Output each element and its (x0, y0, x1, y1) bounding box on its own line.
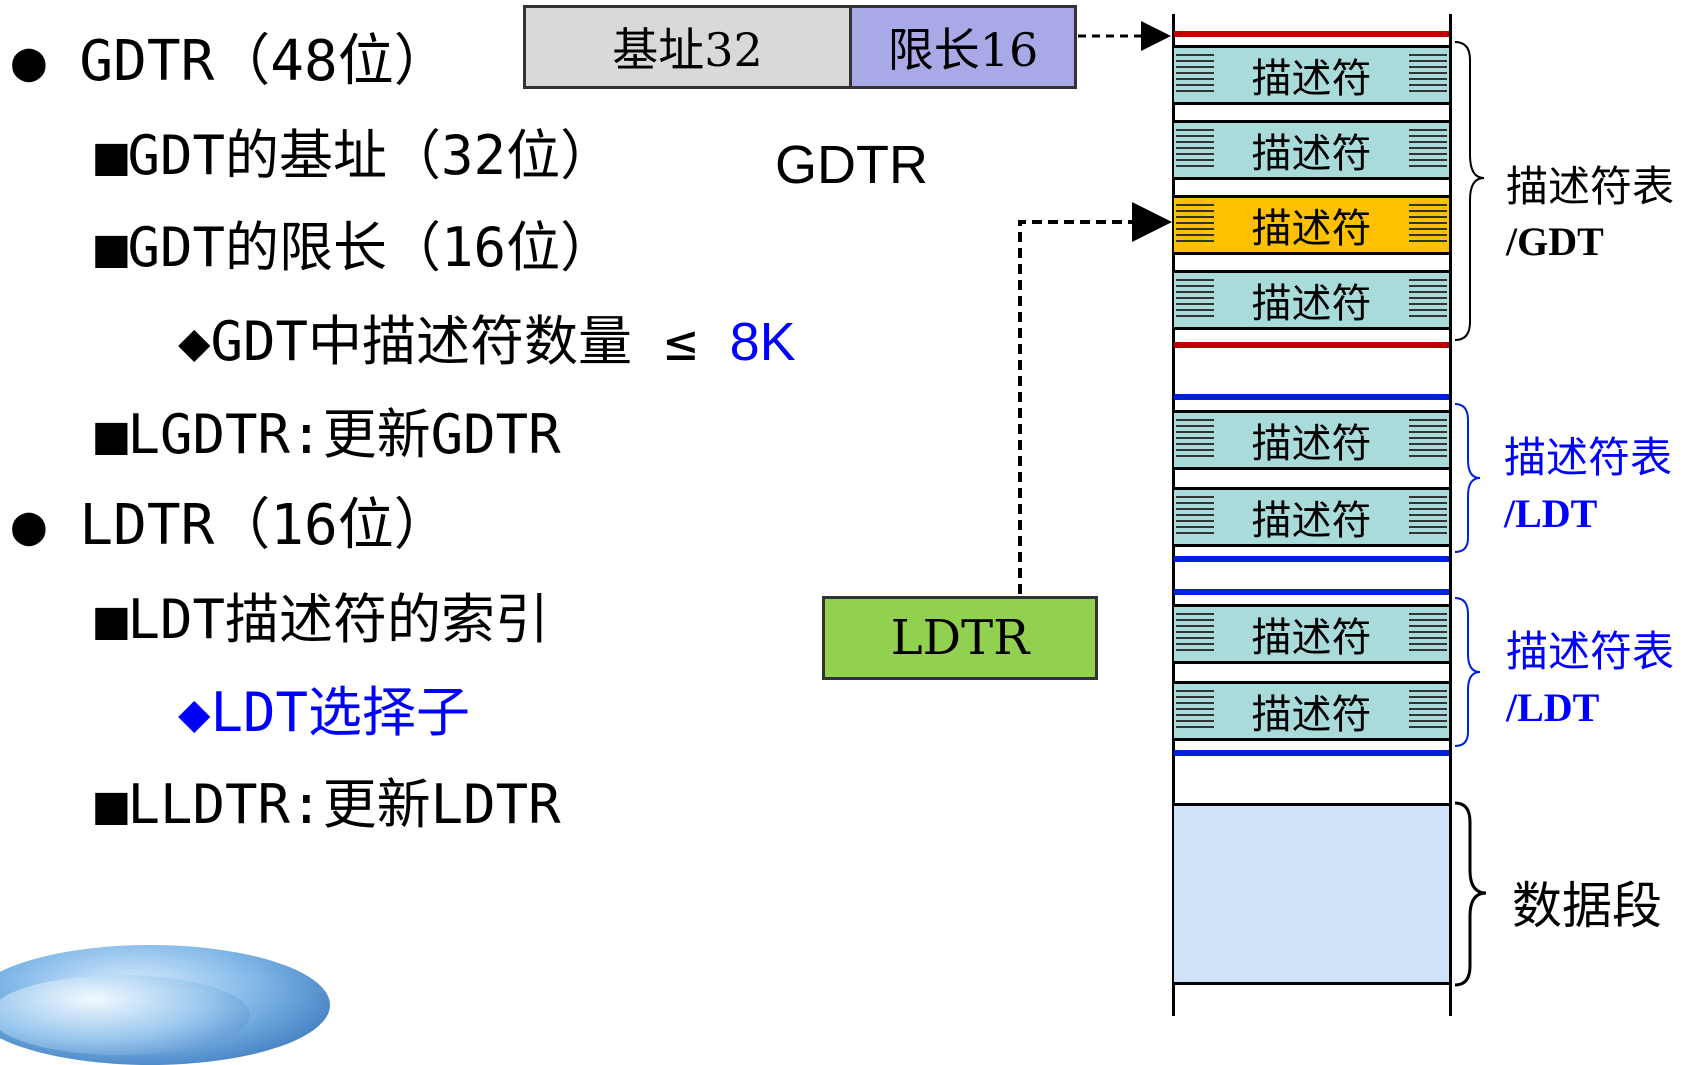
ldt1-descriptor-2: 描述符 (1174, 487, 1449, 547)
ldt2-brace (1454, 597, 1481, 747)
gdtr-label: GDTR (775, 135, 928, 195)
descriptor-label: 描述符 (1251, 206, 1372, 252)
data-segment-brace (1454, 801, 1487, 987)
gdt-label-line1: 描述符表 (1506, 162, 1675, 211)
memory-right-edge (1449, 14, 1452, 1016)
lgdtr-item: ■LGDTR:更新GDTR (95, 403, 561, 466)
gdt-count-item: ◆GDT中描述符数量 ≤ 8K (178, 310, 796, 373)
memory-left-edge (1172, 14, 1175, 1016)
gdt-bottom-boundary (1174, 342, 1449, 348)
descriptor-label: 描述符 (1251, 498, 1372, 544)
connector-arrows (1018, 21, 1172, 594)
ldt2-descriptor-1: 描述符 (1174, 604, 1449, 664)
descriptor-label: 描述符 (1251, 615, 1372, 661)
ldt1-bottom-boundary (1174, 556, 1449, 562)
descriptor-label: 描述符 (1251, 692, 1372, 738)
data-segment-block (1174, 803, 1449, 985)
ldt2-bottom-boundary (1174, 750, 1449, 756)
ldt2-descriptor-2: 描述符 (1174, 681, 1449, 741)
ldt1-label-line2: /LDT (1504, 491, 1598, 536)
descriptor-label: 描述符 (1251, 421, 1372, 467)
gdtr-limit-field: 限长16 (849, 5, 1077, 89)
ldt-index-item: ■LDT描述符的索引 (95, 588, 550, 651)
ldt2-top-boundary (1174, 589, 1449, 595)
gdt-descriptor-1: 描述符 (1174, 45, 1449, 105)
brace-group (1454, 41, 1487, 987)
lldtr-item: ■LLDTR:更新LDTR (95, 773, 561, 836)
descriptor-label: 描述符 (1251, 131, 1372, 177)
gdt-descriptor-4: 描述符 (1174, 270, 1449, 330)
gdt-brace (1454, 41, 1485, 341)
gdt-count-value: 8K (729, 312, 796, 372)
decorative-logo-highlight (0, 975, 250, 1055)
gdt-count-text: ◆GDT中描述符数量 ≤ (178, 310, 730, 373)
data-segment-label: 数据段 (1512, 877, 1662, 935)
ldt2-label-line1: 描述符表 (1506, 627, 1675, 676)
ldt-selector-item: ◆LDT选择子 (178, 681, 471, 744)
ldt2-label-line2: /LDT (1506, 685, 1600, 730)
ldt1-top-boundary (1174, 394, 1449, 400)
gdt-top-boundary (1174, 31, 1449, 37)
gdtr-base-field: 基址32 (523, 5, 852, 89)
ldtr-to-descriptor-arrow (1018, 202, 1172, 594)
gdt-base-item: ■GDT的基址（32位） (95, 124, 615, 187)
ldtr-register: LDTR (822, 596, 1098, 680)
gdt-descriptor-2: 描述符 (1174, 120, 1449, 180)
ldtr-bullet: ● LDTR（16位） (12, 493, 450, 558)
ldt1-descriptor-1: 描述符 (1174, 410, 1449, 470)
ldt1-brace (1454, 403, 1481, 553)
gdt-descriptor-selected: 描述符 (1174, 195, 1449, 255)
gdt-label-line2: /GDT (1506, 219, 1604, 264)
gdtr-bullet: ● GDTR（48位） (12, 29, 450, 94)
ldt1-label-line1: 描述符表 (1504, 433, 1673, 482)
descriptor-label: 描述符 (1251, 281, 1372, 327)
descriptor-label: 描述符 (1251, 56, 1372, 102)
gdt-limit-item: ■GDT的限长（16位） (95, 216, 615, 279)
